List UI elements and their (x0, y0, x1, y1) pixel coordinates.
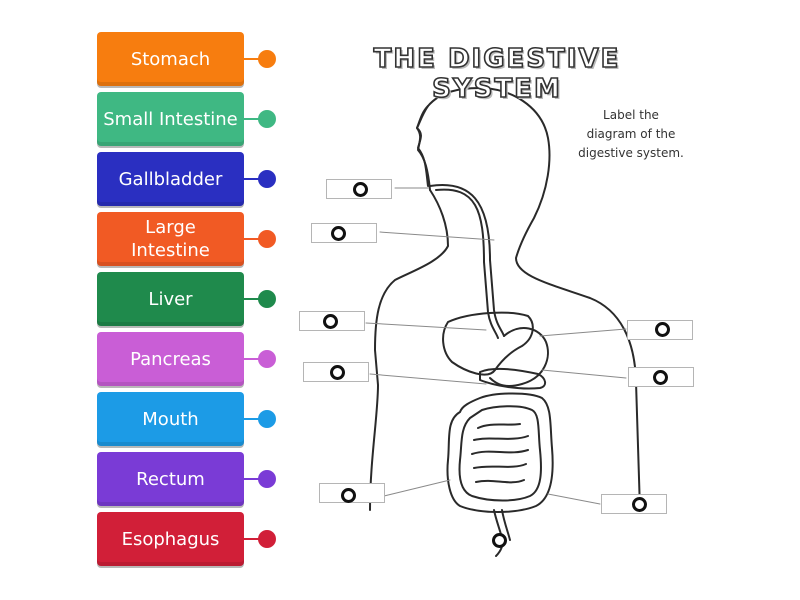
tile-label: Small Intestine (103, 108, 238, 130)
pancreas-shape (479, 367, 546, 390)
label-tile-rectum[interactable]: Rectum (97, 452, 244, 506)
tile-label: Pancreas (130, 348, 211, 370)
tile-connector (244, 418, 264, 420)
leader-line (383, 479, 451, 497)
tile-label: Stomach (130, 48, 211, 70)
drop-target[interactable] (323, 314, 338, 329)
tile-handle-dot[interactable] (258, 50, 276, 68)
diagram-title: THE DIGESTIVE SYSTEM (373, 43, 621, 105)
leader-line (539, 328, 627, 337)
tile-connector (244, 358, 264, 360)
label-tile-pancreas[interactable]: Pancreas (97, 332, 244, 386)
instruction-text: Label the diagram of the digestive syste… (578, 108, 684, 160)
leader-line (369, 373, 487, 385)
tile-label: Mouth (142, 408, 199, 430)
drop-target[interactable] (341, 488, 356, 503)
drop-target[interactable] (492, 533, 507, 548)
label-tile-large-intestine[interactable]: Large Intestine (97, 212, 244, 266)
tile-handle-dot[interactable] (258, 230, 276, 248)
label-tile-esophagus[interactable]: Esophagus (97, 512, 244, 566)
tile-handle-dot[interactable] (258, 110, 276, 128)
leader-line (547, 493, 601, 505)
digestive-system-diagram (290, 40, 710, 560)
tile-handle-dot[interactable] (258, 470, 276, 488)
label-tile-gallbladder[interactable]: Gallbladder (97, 152, 244, 206)
drop-target[interactable] (653, 370, 668, 385)
tile-label: Gallbladder (118, 168, 223, 190)
esophagus-tube (429, 184, 505, 337)
tile-label: Esophagus (121, 528, 220, 550)
drop-target[interactable] (632, 497, 647, 512)
tile-connector (244, 58, 264, 60)
tile-connector (244, 478, 264, 480)
drop-target[interactable] (655, 322, 670, 337)
tile-label: Large Intestine (131, 217, 210, 261)
face-profile (416, 105, 429, 187)
large-intestine-shape (446, 392, 554, 513)
body-outline-drawing (365, 87, 641, 557)
tile-handle-dot[interactable] (258, 170, 276, 188)
leader-line (541, 369, 627, 379)
label-tile-mouth[interactable]: Mouth (97, 392, 244, 446)
drop-target[interactable] (353, 182, 368, 197)
body-outline-left (369, 189, 449, 511)
tile-connector (244, 178, 264, 180)
leader-line (379, 231, 495, 241)
tile-handle-dot[interactable] (258, 350, 276, 368)
drop-target[interactable] (330, 365, 345, 380)
tile-handle-dot[interactable] (258, 530, 276, 548)
drop-target[interactable] (331, 226, 346, 241)
tile-label: Rectum (136, 468, 205, 490)
small-intestine-coils (471, 423, 529, 484)
tile-handle-dot[interactable] (258, 410, 276, 428)
label-tile-small-intestine[interactable]: Small Intestine (97, 92, 244, 146)
liver-shape (442, 311, 534, 376)
body-outline (416, 87, 641, 511)
tile-connector (244, 238, 264, 240)
label-tile-liver[interactable]: Liver (97, 272, 244, 326)
tile-connector (244, 538, 264, 540)
tile-connector (244, 118, 264, 120)
tile-label: Liver (148, 288, 193, 310)
label-tile-stomach[interactable]: Stomach (97, 32, 244, 86)
leader-line (365, 322, 487, 331)
tile-connector (244, 298, 264, 300)
tile-handle-dot[interactable] (258, 290, 276, 308)
stomach-shape (489, 327, 549, 387)
